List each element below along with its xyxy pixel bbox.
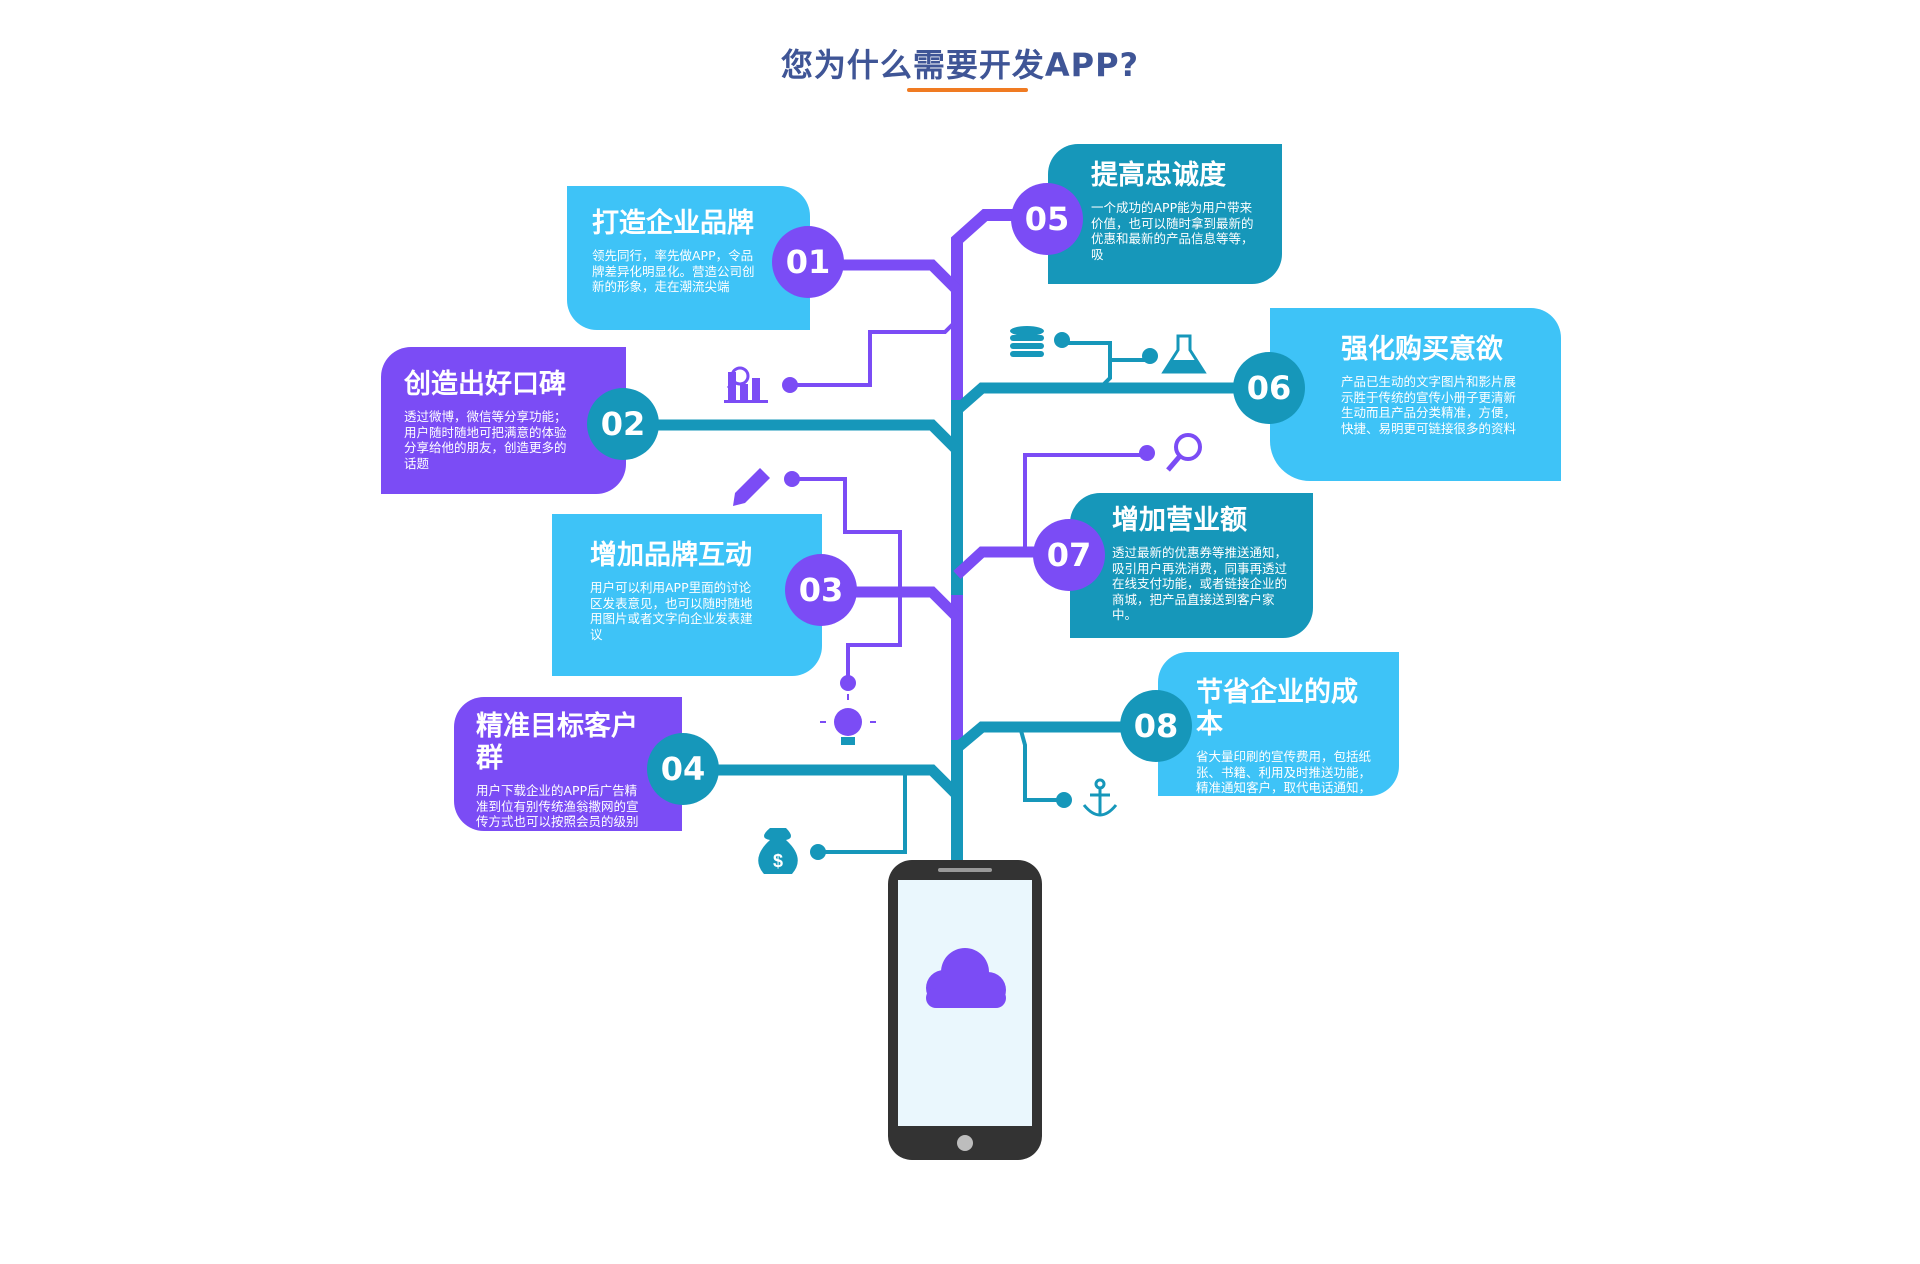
card-desc: 省大量印刷的宣传费用，包括纸张、书籍、利用及时推送功能，精准通知客户，取代电话通… (1196, 749, 1372, 811)
number-badge-08: 08 (1120, 690, 1192, 762)
twig-magnifier-dot (1139, 445, 1155, 461)
card-desc: 用户可以利用APP里面的讨论区发表意见，也可以随时随地用图片或者文字向企业发表建… (590, 580, 753, 642)
card-02: 创造出好口碑 透过微博，微信等分享功能；用户随时随地可把满意的体验分享给他的朋友… (381, 347, 626, 494)
card-title: 打造企业品牌 (592, 208, 754, 239)
money-bag-icon: $ (758, 828, 798, 874)
twig-chart (790, 318, 959, 387)
twig-bulb-dot (840, 675, 856, 691)
chart-icon (724, 366, 768, 403)
card-desc: 透过最新的优惠券等推送通知，吸引用户再洗消费，同事再透过在线支付功能，或者链接企… (1112, 545, 1288, 622)
card-desc: 一个成功的APP能为用户带来价值，也可以随时拿到最新的优惠和最新的产品信息等等，… (1091, 200, 1254, 262)
branch-02 (650, 419, 961, 454)
number-badge-05: 05 (1011, 183, 1083, 255)
branch-08 (953, 721, 1145, 753)
card-title: 创造出好口碑 (404, 369, 566, 400)
card-title: 增加营业额 (1112, 505, 1247, 536)
number-badge-01: 01 (772, 226, 844, 298)
twig-database-dot (1054, 332, 1070, 348)
twig-anchor (1018, 726, 1062, 802)
branch-01 (812, 259, 961, 294)
phone-icon (888, 860, 1042, 1160)
branch-06 (953, 382, 1250, 415)
card-title: 增加品牌互动 (590, 540, 752, 571)
twig-flask-dot (1142, 348, 1158, 364)
page-title: 您为什么需要开发APP? (780, 46, 1140, 84)
twig-pencil (792, 477, 902, 610)
cloud-icon (926, 948, 1006, 1008)
title-underline (907, 88, 1028, 92)
twig-bulb (846, 600, 902, 683)
card-title: 精准目标客户群 (476, 711, 638, 774)
twig-magnifier (1023, 453, 1145, 552)
card-01: 打造企业品牌 领先同行，率先做APP，令品牌差异化明显化。营造公司创新的形象，走… (567, 186, 810, 330)
magnifier-icon (1166, 433, 1202, 472)
card-08: 节省企业的成本 省大量印刷的宣传费用，包括纸张、书籍、利用及时推送功能，精准通知… (1158, 652, 1399, 811)
number-badge-03: 03 (785, 554, 857, 626)
card-05: 提高忠诚度 一个成功的APP能为用户带来价值，也可以随时拿到最新的优惠和最新的产… (1048, 144, 1282, 284)
card-07: 增加营业额 透过最新的优惠券等推送通知，吸引用户再洗消费，同事再透过在线支付功能… (1070, 493, 1313, 638)
svg-text:$: $ (773, 851, 783, 871)
number-badge-04: 04 (647, 733, 719, 805)
twig-money (818, 770, 907, 854)
card-title: 节省企业的成本 (1196, 677, 1358, 740)
lightbulb-icon (820, 694, 876, 745)
number-badge-02: 02 (587, 388, 659, 460)
database-icon (1010, 326, 1044, 357)
card-title: 强化购买意欲 (1341, 334, 1503, 365)
number-badge-07: 07 (1033, 519, 1105, 591)
branch-04 (705, 764, 961, 799)
twig-pencil-dot (784, 471, 800, 487)
twig-chart-dot (782, 377, 798, 393)
flask-icon (1161, 334, 1207, 374)
card-04: 精准目标客户群 用户下载企业的APP后广告精准到位有别传统渔翁撒网的宣传方式也可… (454, 697, 682, 845)
card-06: 强化购买意欲 产品已生动的文字图片和影片展示胜于传统的宣传小册子更清新生动而且产… (1270, 308, 1561, 481)
branch-03 (840, 586, 961, 621)
twig-money-dot (810, 844, 826, 860)
card-desc: 透过微博，微信等分享功能；用户随时随地可把满意的体验分享给他的朋友，创造更多的话… (404, 409, 567, 471)
number-badge-06: 06 (1233, 352, 1305, 424)
card-desc: 领先同行，率先做APP，令品牌差异化明显化。营造公司创新的形象，走在潮流尖端 (592, 248, 755, 294)
card-desc: 产品已生动的文字图片和影片展示胜于传统的宣传小册子更清新生动而且产品分类精准，方… (1341, 374, 1517, 436)
pencil-icon (733, 468, 770, 506)
card-03: 增加品牌互动 用户可以利用APP里面的讨论区发表意见，也可以随时随地用图片或者文… (552, 514, 822, 676)
card-title: 提高忠诚度 (1091, 160, 1226, 191)
twig-anchor-dot (1056, 792, 1072, 808)
anchor-icon (1082, 778, 1118, 817)
card-desc: 用户下载企业的APP后广告精准到位有别传统渔翁撒网的宣传方式也可以按照会员的级别… (476, 783, 639, 845)
twig-database (1062, 341, 1112, 390)
